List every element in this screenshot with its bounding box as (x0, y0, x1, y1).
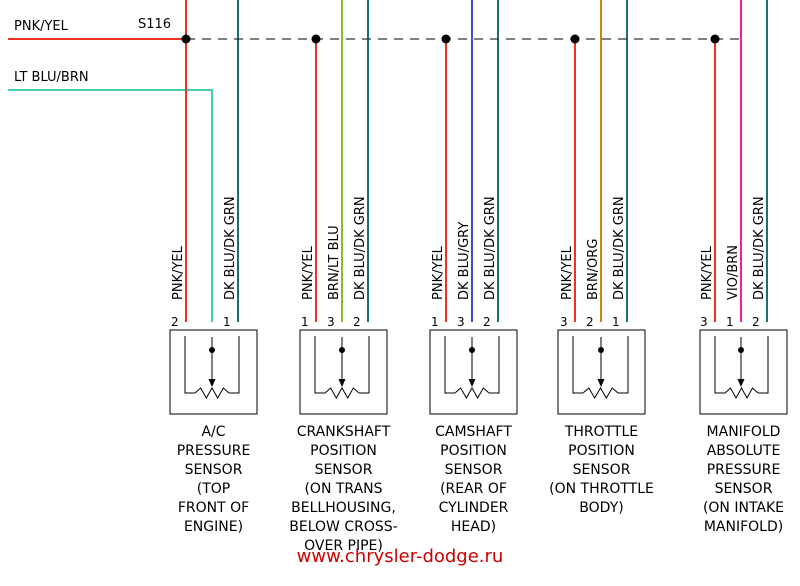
pin-number: 1 (301, 315, 309, 329)
sensor-name-line: (ON INTAKE (703, 500, 784, 516)
sensor-name-line: PRESSURE (707, 462, 781, 478)
sensor-name-line: POSITION (440, 443, 507, 459)
wiper-arrow-icon (468, 379, 476, 387)
pin-number: 2 (483, 315, 491, 329)
wire-label: DK BLU/GRY (457, 222, 472, 300)
resistor-icon (454, 386, 490, 400)
wire-label: VIO/BRN (726, 245, 741, 300)
wire-label: PNK/YEL (171, 245, 186, 300)
splice-node (570, 34, 580, 44)
sensor-lead (618, 336, 629, 394)
wire-label: DK BLU/DK GRN (752, 196, 767, 300)
wire-label: PNK/YEL (301, 245, 316, 300)
input-wire-label: LT BLU/BRN (14, 70, 89, 85)
pin-number: 3 (700, 315, 708, 329)
sensor-lead (184, 336, 195, 394)
pin-number: 2 (171, 315, 179, 329)
wire-label: PNK/YEL (431, 245, 446, 300)
input-wire-lt-blu-brn (8, 89, 213, 322)
resistor-icon (724, 386, 759, 400)
sensor-box (699, 329, 788, 415)
sensor-name-line: SENSOR (315, 462, 373, 478)
pin-number: 2 (353, 315, 361, 329)
sensor-lead (359, 336, 370, 394)
sensor-name-line: BELOW CROSS- (289, 519, 397, 535)
sensor-lead (572, 336, 583, 394)
wiper-arrow-icon (208, 379, 216, 387)
wiper-arrow-icon (338, 379, 346, 387)
sensor-name-line: A/C (201, 424, 225, 440)
sensor-name-line: SENSOR (715, 481, 773, 497)
sensor-name-line: BODY) (579, 500, 623, 516)
sensor-name-line: POSITION (310, 443, 377, 459)
sensor-name-line: PRESSURE (177, 443, 251, 459)
sensor-name-line: POSITION (568, 443, 635, 459)
pin-number: 2 (586, 315, 594, 329)
splice-label: S116 (138, 17, 171, 32)
sensor-name-line: CRANKSHAFT (297, 424, 391, 440)
sensor-name-line: ENGINE) (184, 519, 243, 535)
sensor-name-line: HEAD) (451, 519, 496, 535)
splice-node (311, 34, 321, 44)
sensor-lead (758, 336, 769, 394)
wire-label: PNK/YEL (700, 245, 715, 300)
pin-number: 2 (752, 315, 760, 329)
sensor-box (429, 329, 518, 415)
pin-number: 3 (560, 315, 568, 329)
resistor-icon (194, 386, 230, 400)
pin-number: 1 (612, 315, 620, 329)
wire-label: DK BLU/DK GRN (612, 196, 627, 300)
sensor-name-line: (TOP (197, 481, 230, 497)
sensor-name-line: SENSOR (573, 462, 631, 478)
sensor-box (169, 329, 258, 415)
sensor-name-line: MANIFOLD) (704, 519, 783, 535)
pin-number: 1 (431, 315, 439, 329)
wire-label: BRN/ORG (586, 239, 601, 300)
sensor-box (299, 329, 388, 415)
wire-label: DK BLU/DK GRN (483, 196, 498, 300)
splice-node (710, 34, 720, 44)
sensor-name-line: BELLHOUSING, (291, 500, 396, 516)
sensor-lead (489, 336, 500, 394)
pin-number: 1 (223, 315, 231, 329)
sensor-name-line: SENSOR (445, 462, 503, 478)
pin-number: 1 (726, 315, 734, 329)
wiper-arrow-icon (737, 379, 745, 387)
sensor-name-line: OVER PIPE) (304, 538, 383, 554)
splice-node (441, 34, 451, 44)
wire-label: PNK/YEL (560, 245, 575, 300)
sensor-lead (229, 336, 240, 394)
splice-node (181, 34, 191, 44)
resistor-icon (582, 387, 619, 399)
sensor-name-line: (ON THROTTLE (549, 481, 654, 497)
sensor-name-line: SENSOR (185, 462, 243, 478)
input-wire-label: PNK/YEL (14, 19, 69, 34)
resistor-icon (324, 386, 360, 400)
pin-number: 3 (457, 315, 465, 329)
sensor-name-line: FRONT OF (178, 500, 249, 516)
website-footer: www.chrysler-dodge.ru (297, 546, 504, 567)
sensor-name-line: CAMSHAFT (435, 424, 512, 440)
wire-label: DK BLU/DK GRN (223, 196, 238, 300)
wire-label: BRN/LT BLU (327, 225, 342, 300)
sensor-name-line: (REAR OF (440, 481, 507, 497)
sensor-name-line: (ON TRANS (304, 481, 382, 497)
sensor-name-line: MANIFOLD (707, 424, 781, 440)
wire-label: DK BLU/DK GRN (353, 196, 368, 300)
sensor-lead (714, 336, 725, 394)
sensor-name-line: CYLINDER (439, 500, 509, 516)
sensor-name-line: ABSOLUTE (707, 443, 781, 459)
wiper-arrow-icon (597, 379, 605, 387)
sensor-lead (444, 336, 455, 394)
pin-number: 3 (327, 315, 335, 329)
sensor-lead (314, 336, 325, 394)
sensor-name-line: THROTTLE (564, 424, 638, 440)
